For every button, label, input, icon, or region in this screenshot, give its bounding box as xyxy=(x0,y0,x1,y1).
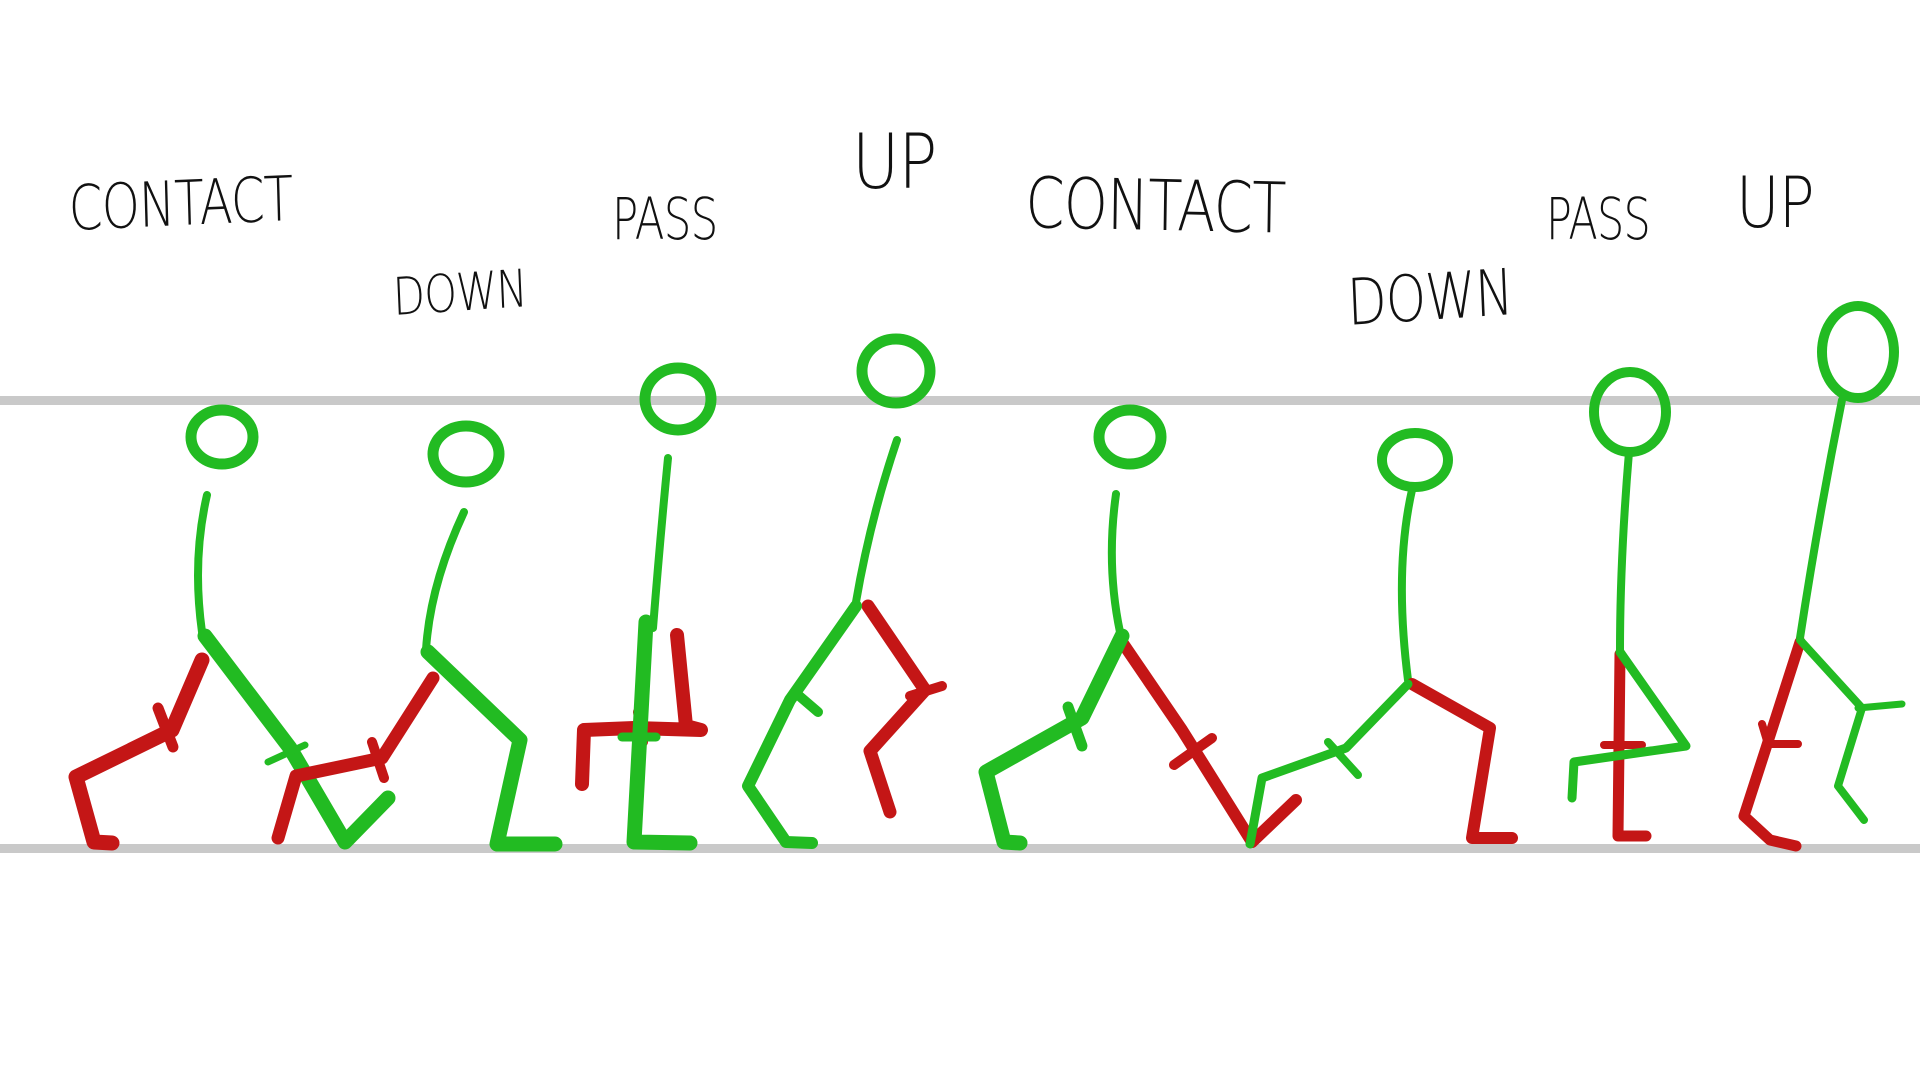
figure-down-2 xyxy=(1245,428,1518,849)
head xyxy=(639,362,717,436)
front-leg-knee-tick xyxy=(1062,701,1088,752)
front-leg xyxy=(1796,636,1868,824)
back-leg xyxy=(1612,648,1652,842)
back-leg-knee-tick xyxy=(367,737,389,783)
torso xyxy=(649,454,672,632)
front-leg xyxy=(978,628,1130,851)
back-leg xyxy=(575,628,708,791)
torso xyxy=(1616,448,1633,654)
back-leg xyxy=(271,671,440,845)
back-leg-knee-tick xyxy=(1758,720,1802,748)
back-leg xyxy=(1738,636,1806,852)
figure-pass-1 xyxy=(575,362,717,851)
back-leg xyxy=(1406,678,1518,844)
phase-label-up-2: UP xyxy=(1736,162,1815,244)
figure-up-1 xyxy=(742,333,947,849)
ground-guide-line xyxy=(0,844,1920,853)
back-leg xyxy=(68,652,210,851)
back-leg xyxy=(1116,636,1302,848)
front-leg-knee-tick xyxy=(264,741,309,766)
front-leg xyxy=(420,644,563,852)
front-leg xyxy=(626,614,698,851)
phase-label-pass-2: PASS xyxy=(1546,185,1651,253)
head xyxy=(1093,404,1167,470)
front-leg xyxy=(1567,647,1691,803)
head xyxy=(1589,367,1671,457)
phase-label-pass-1: PASS xyxy=(612,185,718,253)
torso xyxy=(194,491,211,636)
torso xyxy=(1796,396,1846,642)
figure-down-1 xyxy=(271,420,563,852)
top-guide-line xyxy=(0,396,1920,405)
back-leg xyxy=(861,599,932,819)
head xyxy=(427,420,505,488)
front-leg-knee-tick xyxy=(1324,738,1362,779)
front-leg-knee-tick xyxy=(792,689,823,717)
torso xyxy=(1397,486,1416,684)
front-leg xyxy=(197,628,396,850)
head xyxy=(856,333,936,409)
figure-up-2 xyxy=(1738,301,1906,852)
back-leg-knee-tick xyxy=(1169,733,1217,770)
head xyxy=(1817,301,1899,403)
torso xyxy=(422,508,468,654)
figure-pass-2 xyxy=(1567,367,1691,842)
back-leg-knee-tick xyxy=(152,702,179,753)
head xyxy=(1377,428,1453,492)
torso xyxy=(1107,490,1124,636)
figure-contact-2 xyxy=(978,404,1302,851)
front-leg xyxy=(742,600,862,849)
front-leg xyxy=(1245,679,1413,849)
head xyxy=(185,404,259,470)
back-leg-knee-tick xyxy=(905,681,947,701)
figure-contact-1 xyxy=(68,404,396,851)
front-leg-knee-tick xyxy=(1854,700,1906,712)
torso xyxy=(852,436,901,606)
phase-label-up-1: UP xyxy=(852,117,937,206)
